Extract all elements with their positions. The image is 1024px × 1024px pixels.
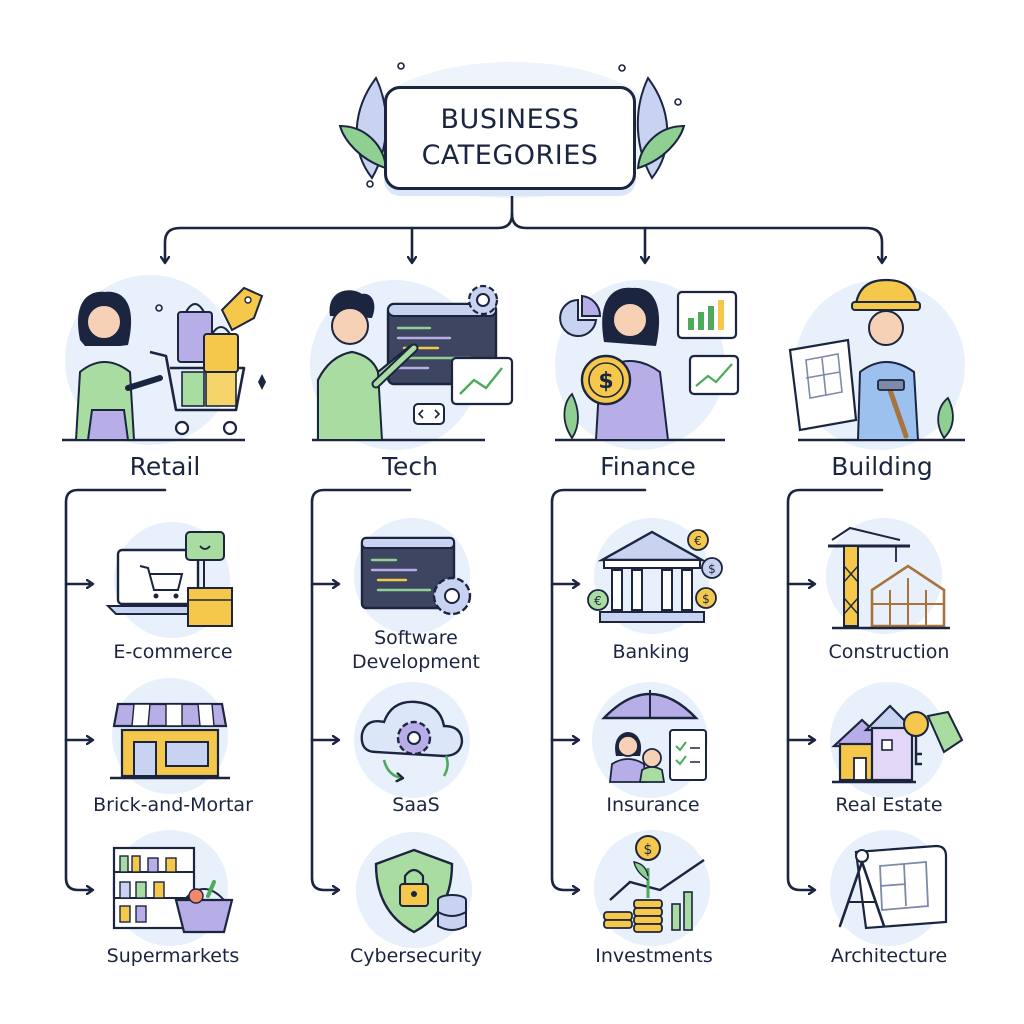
umbrella-family-icon	[592, 682, 708, 798]
top-connectors	[165, 190, 882, 262]
sub-label-saas: SaaS	[392, 794, 440, 816]
crane-house-frame-icon	[826, 518, 950, 634]
category-label-retail: Retail	[129, 452, 201, 481]
developer-at-screen-icon	[310, 280, 514, 450]
branch-connectors	[64, 488, 884, 890]
svg-text:€: €	[594, 594, 602, 608]
sub-label-real-estate: Real Estate	[835, 794, 943, 816]
coin-growth-chart-icon: $	[594, 830, 710, 946]
storefront-icon	[110, 678, 230, 794]
house-key-icon	[830, 682, 964, 798]
woman-holding-coin-icon: $	[555, 280, 740, 450]
svg-text:$: $	[598, 369, 613, 394]
category-label-building: Building	[831, 452, 933, 481]
shield-lock-icon	[356, 832, 472, 948]
cloud-gear-icon	[354, 682, 470, 798]
title-line-2: CATEGORIES	[421, 140, 599, 171]
title-line-1: BUSINESS	[440, 104, 580, 135]
category-label-tech: Tech	[382, 452, 438, 481]
sub-label-software: Software Development	[316, 626, 516, 674]
category-label-finance: Finance	[600, 452, 696, 481]
svg-text:$: $	[702, 592, 710, 606]
sub-label-cybersecurity: Cybersecurity	[350, 945, 482, 967]
svg-text:$: $	[644, 842, 653, 858]
title-box: BUSINESS CATEGORIES	[384, 86, 636, 190]
sub-label-brick-and-mortar: Brick-and-Mortar	[93, 794, 253, 816]
sub-label-supermarkets: Supermarkets	[106, 945, 240, 967]
sub-label-banking: Banking	[612, 641, 690, 663]
shopper-with-cart-icon	[62, 275, 266, 445]
sub-label-software-line2: Development	[352, 651, 480, 673]
sub-label-investments: Investments	[595, 945, 713, 967]
laptop-cart-icon	[105, 522, 233, 638]
grocery-shelves-icon	[112, 830, 234, 946]
bank-building-icon: € $ $ €	[587, 518, 723, 634]
compass-blueprint-icon	[830, 830, 948, 946]
svg-text:€: €	[694, 534, 702, 548]
sub-label-construction: Construction	[828, 641, 950, 663]
sub-label-architecture: Architecture	[830, 945, 948, 967]
code-window-gear-icon	[354, 518, 472, 634]
sub-label-e-commerce: E-commerce	[113, 641, 233, 663]
svg-text:$: $	[708, 562, 716, 576]
sub-label-insurance: Insurance	[606, 794, 700, 816]
builder-with-blueprint-icon	[788, 278, 965, 450]
sub-label-software-line1: Software	[374, 627, 458, 649]
